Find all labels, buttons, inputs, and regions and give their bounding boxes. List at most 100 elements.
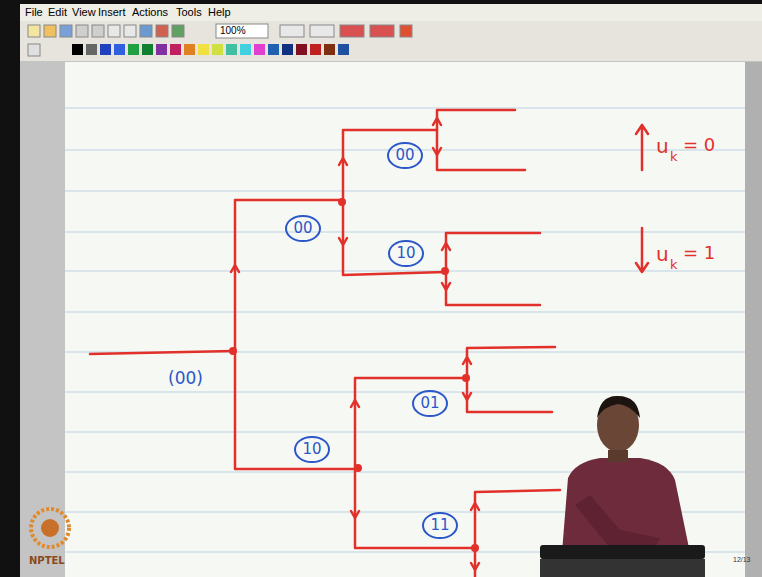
tool-icon bbox=[370, 25, 394, 37]
tool-icon bbox=[92, 25, 104, 37]
state-text: 00 bbox=[395, 148, 414, 163]
tool-icon bbox=[140, 25, 152, 37]
branch-dot bbox=[338, 198, 346, 206]
input-value: = 0 bbox=[683, 136, 715, 154]
tool-icon bbox=[108, 25, 120, 37]
code-tree bbox=[90, 110, 648, 577]
input-symbol: u bbox=[656, 244, 669, 264]
branch-dot bbox=[441, 267, 449, 275]
state-label: (00) bbox=[168, 370, 203, 387]
state-circle: 00 bbox=[387, 142, 422, 169]
state-circle: 01 bbox=[412, 390, 447, 417]
tool-icon bbox=[28, 25, 40, 37]
state-text: 01 bbox=[420, 396, 439, 411]
lecturer-hair bbox=[597, 396, 640, 418]
desk bbox=[540, 559, 705, 577]
menu-item: Edit bbox=[48, 7, 67, 18]
input-symbol: u bbox=[656, 136, 669, 156]
writing-tablet bbox=[540, 545, 705, 559]
palette-swatch bbox=[28, 44, 40, 56]
input-subscript: k bbox=[670, 150, 678, 163]
ruled-line bbox=[65, 432, 745, 433]
side-panel bbox=[745, 62, 762, 577]
menu-item: File bbox=[25, 7, 43, 18]
palette-swatch bbox=[240, 44, 251, 55]
state-text: 11 bbox=[430, 518, 449, 533]
zoom-box bbox=[216, 24, 268, 38]
palette-swatch bbox=[72, 44, 83, 55]
palette-swatch bbox=[254, 44, 265, 55]
palette-swatch bbox=[226, 44, 237, 55]
branch-dots bbox=[229, 198, 479, 552]
menu-item: View bbox=[72, 7, 96, 18]
palette-swatch bbox=[296, 44, 307, 55]
tool-icon bbox=[60, 25, 72, 37]
menu-item: Insert bbox=[98, 7, 126, 18]
palette-swatch bbox=[282, 44, 293, 55]
state-text: 10 bbox=[302, 442, 321, 457]
logo-core bbox=[41, 519, 59, 537]
tool-icon bbox=[156, 25, 168, 37]
branch-dot bbox=[471, 544, 479, 552]
tool-icon bbox=[76, 25, 88, 37]
tool-bar bbox=[20, 21, 762, 61]
tool-icon bbox=[124, 25, 136, 37]
palette-swatch bbox=[324, 44, 335, 55]
notebook-page bbox=[65, 62, 745, 577]
tree-branch bbox=[467, 347, 555, 412]
ruled-line bbox=[65, 108, 745, 109]
ruled-line bbox=[65, 191, 745, 192]
menu-item: Help bbox=[208, 7, 231, 18]
lecturer bbox=[540, 396, 705, 577]
tool-icon bbox=[44, 25, 56, 37]
logo-ring bbox=[31, 509, 69, 547]
state-text: 10 bbox=[396, 246, 415, 261]
branch-arrow bbox=[231, 118, 479, 570]
ruled-line bbox=[65, 392, 745, 393]
input-subscript: k bbox=[670, 258, 678, 271]
menu-bar bbox=[20, 4, 762, 21]
legend-arrow-down bbox=[636, 228, 648, 272]
branch-dot bbox=[229, 347, 237, 355]
palette-swatch bbox=[338, 44, 349, 55]
tree-branch bbox=[90, 200, 358, 469]
tree-branch bbox=[437, 110, 525, 170]
palette-swatch bbox=[86, 44, 97, 55]
logo-text: NPTEL bbox=[29, 556, 65, 566]
palette-swatch bbox=[100, 44, 111, 55]
palette-swatch bbox=[310, 44, 321, 55]
input-value: = 1 bbox=[683, 244, 715, 262]
tool-icon bbox=[310, 25, 334, 37]
state-circle: 10 bbox=[388, 240, 423, 267]
nptel-logo bbox=[31, 509, 69, 547]
tree-branch bbox=[343, 130, 445, 275]
palette-swatch bbox=[114, 44, 125, 55]
legend-arrow-up bbox=[636, 125, 648, 170]
palette-swatch bbox=[184, 44, 195, 55]
state-circle: 10 bbox=[294, 436, 329, 463]
palette-swatch bbox=[268, 44, 279, 55]
tree-branch bbox=[446, 233, 540, 305]
color-palette bbox=[28, 44, 349, 56]
ruled-line bbox=[65, 312, 745, 313]
lecturer-arm bbox=[575, 495, 660, 548]
lecturer-neck bbox=[608, 450, 628, 462]
palette-swatch bbox=[142, 44, 153, 55]
page-number: 12/13 bbox=[733, 556, 751, 563]
palette-swatch bbox=[128, 44, 139, 55]
palette-swatch bbox=[156, 44, 167, 55]
tree-branch bbox=[355, 378, 475, 548]
branch-dot bbox=[354, 464, 362, 472]
state-circle: 11 bbox=[422, 512, 457, 539]
branch-dot bbox=[462, 374, 470, 382]
palette-swatch bbox=[170, 44, 181, 55]
state-text: 00 bbox=[293, 221, 312, 236]
state-circle: 00 bbox=[285, 215, 320, 242]
tool-icon bbox=[400, 25, 412, 37]
menu-item: Tools bbox=[176, 7, 202, 18]
menu-item: Actions bbox=[132, 7, 168, 18]
tool-icon bbox=[172, 25, 184, 37]
palette-swatch bbox=[198, 44, 209, 55]
